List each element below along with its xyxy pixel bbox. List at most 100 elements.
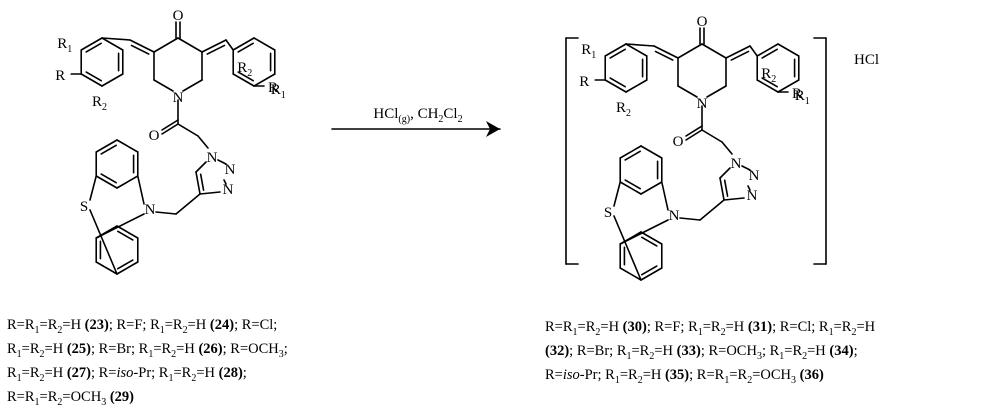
caption-line: (32); R=Br; R1=R2=H (33); R=OCH3; R1=R2=…: [545, 342, 858, 362]
reaction-conditions: HCl(g), CH2Cl2: [373, 106, 462, 125]
caption-line: R=R1=R2=OCH3 (29): [7, 388, 134, 408]
product-right-aryl-bond-inner: [761, 48, 778, 59]
product-ring-bond: [677, 43, 703, 59]
reactant-right-r-label: R: [268, 80, 278, 96]
product-linker-bond: [679, 217, 701, 221]
product-lower-benzo-bond: [640, 267, 663, 281]
caption-line: R1=R2=H (27); R=iso-Pr; R1=R2=H (28);: [7, 364, 247, 384]
product-left-aryl-bond-inner: [609, 77, 626, 88]
reactant-left-aryl-bond: [101, 73, 124, 87]
product-left-aryl-bond-inner: [609, 48, 626, 59]
product-triazole-double: [719, 177, 725, 201]
salt-hcl-label: HCl: [854, 52, 879, 68]
product-pt-bond: [613, 181, 622, 207]
reactant-upper-benzo-bond: [95, 139, 118, 153]
reactant-linker-bond: [175, 193, 201, 215]
caption-line: R=R1=R2=H (30); R=F; R1=R2=H (31); R=Cl;…: [545, 319, 876, 338]
product-nitrogen-label: N: [697, 96, 708, 112]
product-triazole-bond: [719, 167, 731, 179]
reactant-sulfur-label: S: [80, 199, 88, 215]
reactant-oxygen-label: O: [173, 8, 184, 24]
product-right-r1-label: R1: [795, 88, 810, 107]
reactant-upper-benzo-bond: [116, 139, 139, 153]
reactant-methylene-bond: [177, 123, 199, 137]
reactant-right-aryl-bond-inner: [237, 71, 254, 82]
caption-line: R=iso-Pr; R1=R2=H (35); R=R1=R2=OCH3 (36…: [545, 366, 824, 386]
product-triazole-n2-label: N: [749, 168, 760, 184]
right-compound-caption: R=R1=R2=H (30); R=F; R1=R2=H (31); R=Cl;…: [545, 318, 875, 390]
reactant-amide-carbonyl: [161, 123, 179, 135]
reaction-arrow-head: [486, 121, 500, 137]
product-right-aryl-bond: [756, 79, 779, 93]
reactant-linker-bond: [155, 211, 177, 215]
reactant-lower-benzo-bond-inner: [117, 230, 134, 241]
product-amide-carbonyl-second: [685, 125, 703, 137]
product-sulfur-label: S: [604, 205, 612, 221]
reactant-pt-bond: [136, 175, 145, 205]
product-right-aryl-bond: [777, 43, 800, 57]
reactant-exo-right-inner: [206, 44, 226, 55]
reactant-lower-benzo-bond: [116, 261, 139, 275]
reactant-upper-benzo-bond: [95, 175, 118, 189]
product-oxygen-label: O: [697, 14, 708, 30]
reactant-upper-benzo-bond-inner: [100, 173, 117, 184]
product-triazole-double-inner: [723, 179, 729, 197]
reactant-triazole-bond: [217, 159, 227, 165]
product-lower-benzo-bond: [619, 267, 642, 281]
product-triazole-bond: [723, 197, 745, 201]
reactant-triazole-double: [195, 171, 201, 195]
reactant-left-aryl-bond: [80, 37, 103, 51]
reactant-ring-bond: [177, 37, 203, 53]
product-right-aryl-bond: [756, 43, 779, 57]
reactant-triazole-n2-label: N: [225, 162, 236, 178]
product-right-aryl-bond-inner: [761, 77, 778, 88]
reactant-pt-bond: [89, 175, 98, 201]
product-methylene-bond: [701, 129, 723, 143]
product-upper-benzo-bond-inner: [624, 150, 641, 161]
reactant-left-aryl-bond: [80, 73, 103, 87]
reactant-left-r1-label: R1: [57, 36, 72, 55]
left-compound-caption: R=R1=R2=H (23); R=F; R1=R2=H (24); R=Cl;…: [7, 316, 288, 412]
reactant-amide-oxygen-label: O: [149, 128, 160, 144]
reactant-left-aryl-bond-inner: [85, 71, 102, 82]
product-ring-bond: [706, 85, 727, 98]
reactant-left-aryl-bond: [101, 37, 124, 51]
product-exo-left: [653, 45, 679, 59]
product-linker-bond: [699, 199, 725, 221]
reactant-right-aryl-bond: [253, 73, 276, 87]
product-right-aryl-bond: [777, 79, 800, 93]
product-upper-benzo-bond: [619, 145, 642, 159]
reactant-lower-benzo-bond: [95, 261, 118, 275]
reactant-triazole-n1-label: N: [207, 150, 218, 166]
product-ring-bond: [701, 43, 727, 59]
product-pt-bond: [613, 215, 642, 281]
reactant-right-aryl-bond-inner: [237, 42, 254, 53]
reactant-ring-bond: [153, 79, 174, 92]
product-upper-benzo-bond: [640, 145, 663, 159]
reactant-triazole-bond: [223, 179, 227, 185]
product-left-r2-label: R2: [616, 100, 631, 119]
reactant-upper-benzo-bond-inner: [100, 144, 117, 155]
product-amide-oxygen-label: O: [673, 134, 684, 150]
product-phenothiazine-n-label: N: [669, 208, 680, 224]
reactant-phenothiazine-n-label: N: [145, 202, 156, 218]
reactant-lower-benzo-bond-inner: [117, 259, 134, 270]
product-left-aryl-bond: [625, 43, 648, 57]
product-triazole-n3-label: N: [747, 188, 758, 204]
product-left-link: [625, 43, 655, 47]
reactant-triazole-link: [197, 135, 209, 149]
product-left-r1-label: R1: [581, 42, 596, 61]
reactant-right-r1-label: R1: [271, 82, 286, 101]
product-left-aryl-bond: [604, 43, 627, 57]
reactant-ring-bond: [153, 37, 179, 53]
product-exo-right: [725, 45, 751, 59]
reactant-left-aryl-bond-inner: [85, 42, 102, 53]
reactant-upper-benzo-bond: [116, 175, 139, 189]
reactant-nitrogen-label: N: [173, 90, 184, 106]
product-triazole-link: [721, 141, 733, 155]
caption-line: R=R1=R2=H (23); R=F; R1=R2=H (24); R=Cl;: [7, 317, 278, 336]
caption-line: R1=R2=H (25); R=Br; R1=R2=H (26); R=OCH3…: [7, 340, 288, 360]
reactant-left-link: [101, 37, 131, 41]
product-right-r-label: R: [792, 86, 802, 102]
